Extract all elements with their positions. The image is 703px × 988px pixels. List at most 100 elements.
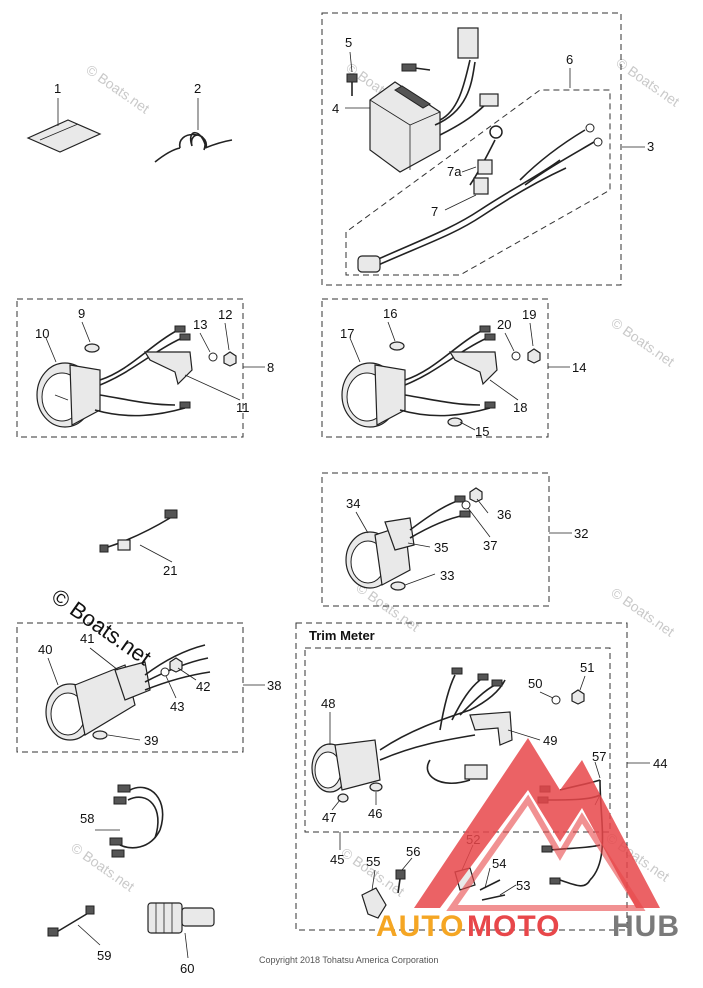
part-number-17: 17: [340, 326, 354, 341]
part-number-10: 10: [35, 326, 49, 341]
gauge-32-wires: [409, 495, 471, 539]
part-16-bulb: [389, 341, 405, 351]
leader-lines: [45, 51, 650, 959]
group-box-45: [304, 647, 611, 833]
part-21-wire: [99, 509, 178, 553]
part-number-59: 59: [97, 948, 111, 963]
part-number-53: 53: [516, 878, 530, 893]
part-10-gauge: [36, 362, 101, 428]
part-number-1: 1: [54, 81, 61, 96]
group-box-8: [16, 298, 244, 438]
group-box-38: [16, 622, 244, 753]
part-number-47: 47: [322, 810, 336, 825]
part-number-32: 32: [574, 526, 588, 541]
part-51-nut: [571, 689, 585, 705]
part-number-8: 8: [267, 360, 274, 375]
part-number-15: 15: [475, 424, 489, 439]
logo-triangle-icon: [414, 738, 660, 908]
part-number-35: 35: [434, 540, 448, 555]
part-17-gauge: [341, 362, 406, 428]
part-number-46: 46: [368, 806, 382, 821]
part-12-nut: [223, 351, 237, 367]
part-number-5: 5: [345, 35, 352, 50]
part-number-7: 7: [431, 204, 438, 219]
part-number-58: 58: [80, 811, 94, 826]
part-number-40: 40: [38, 642, 52, 657]
part-number-36: 36: [497, 507, 511, 522]
part-number-44: 44: [653, 756, 667, 771]
part-50-washer: [551, 695, 561, 705]
rectifier-harness: [401, 27, 499, 136]
part-39-bulb: [92, 730, 108, 740]
part-number-33: 33: [440, 568, 454, 583]
part-number-54: 54: [492, 856, 506, 871]
part-1-envelope: [26, 119, 102, 153]
part-55-clip: [361, 887, 387, 919]
part-6-harness: [357, 123, 603, 273]
part-41-bracket: [114, 661, 151, 701]
part-number-55: 55: [366, 854, 380, 869]
part-numbers: 1 2 3 4 5 6 7 7a 8 9 10 11 12 13 14 15 1…: [35, 35, 667, 976]
part-11-bracket: [143, 351, 193, 386]
part-56-screw: [395, 869, 406, 894]
part-number-60: 60: [180, 961, 194, 976]
logo-inner-triangle-icon: [446, 794, 646, 911]
part-number-34: 34: [346, 496, 360, 511]
group-box-6: [345, 89, 611, 276]
watermark-text: © Boats.net: [608, 314, 677, 369]
part-2-spring: [154, 131, 233, 163]
part-43-washer: [160, 667, 170, 677]
part-number-16: 16: [383, 306, 397, 321]
copyright-text: Copyright 2018 Tohatsu America Corporati…: [259, 955, 438, 965]
part-15-bulb: [447, 417, 463, 427]
part-number-41: 41: [80, 631, 94, 646]
part-number-57: 57: [592, 749, 606, 764]
group-box-44: [295, 622, 628, 931]
part-number-13: 13: [193, 317, 207, 332]
part-number-42: 42: [196, 679, 210, 694]
part-number-2: 2: [194, 81, 201, 96]
gauge-14-wires: [399, 325, 496, 417]
part-9-bulb: [84, 343, 100, 353]
watermark-text: © Boats.net: [613, 54, 682, 109]
logo-text-hub: HUB: [612, 910, 680, 943]
part-number-4: 4: [332, 101, 339, 116]
part-number-20: 20: [497, 317, 511, 332]
part-33-bulb: [390, 581, 406, 591]
part-46-bulb: [369, 782, 383, 792]
group-box-32: [321, 472, 550, 607]
automotohub-logo: AUTO MOTO HUB: [376, 738, 680, 943]
part-7-relay: [473, 159, 493, 195]
part-number-45: 45: [330, 852, 344, 867]
part-13-washer: [208, 352, 218, 362]
part-number-6: 6: [566, 52, 573, 67]
part-number-19: 19: [522, 307, 536, 322]
part-number-43: 43: [170, 699, 184, 714]
part-53-screw: [481, 894, 506, 901]
part-number-21: 21: [163, 563, 177, 578]
part-37-washer: [461, 500, 471, 510]
part-18-bracket: [448, 351, 498, 386]
gauge-8-wires: [94, 325, 191, 417]
part-49-bracket: [469, 711, 513, 746]
part-19-nut: [527, 348, 541, 364]
watermark-text: © Boats.net: [608, 584, 677, 639]
part-4-rectifier: [369, 81, 441, 173]
part-number-18: 18: [513, 400, 527, 415]
part-number-50: 50: [528, 676, 542, 691]
part-35-bracket: [384, 517, 415, 551]
trim-harness: [379, 667, 506, 785]
part-number-39: 39: [144, 733, 158, 748]
part-48-trim-gauge: [311, 739, 381, 793]
part-58-harness: [109, 784, 164, 858]
part-54-screw: [479, 879, 501, 891]
part-59-terminal: [47, 905, 95, 937]
part-number-11: 11: [236, 400, 250, 415]
part-number-14: 14: [572, 360, 586, 375]
watermark-text: © Boats.net: [83, 61, 152, 116]
logo-text-auto: AUTO: [376, 910, 464, 943]
part-number-3: 3: [647, 139, 654, 154]
part-20-washer: [511, 351, 521, 361]
